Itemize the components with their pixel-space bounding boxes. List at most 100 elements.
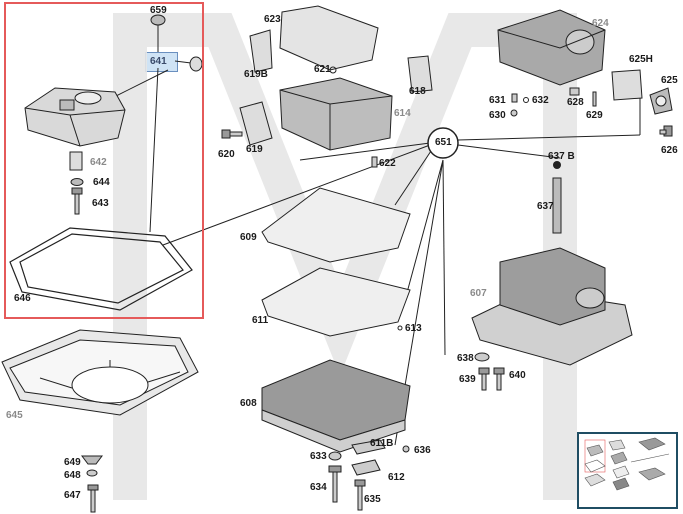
part-635-bolt — [354, 479, 366, 511]
part-647-bolt — [87, 484, 99, 513]
label-613[interactable]: 613 — [405, 323, 422, 334]
label-611b[interactable]: 611B — [370, 438, 394, 449]
part-642-sleeve — [69, 151, 83, 171]
leader-641-pan — [149, 67, 159, 233]
label-609[interactable]: 609 — [240, 232, 257, 243]
part-621 — [329, 66, 337, 74]
label-625h[interactable]: 625H — [629, 54, 653, 65]
part-659 — [150, 14, 166, 26]
leader-651-right — [457, 134, 641, 141]
leader-651-top — [299, 142, 431, 161]
label-626[interactable]: 626 — [661, 145, 678, 156]
leader-651-left — [162, 144, 431, 246]
valve-body-607 — [471, 247, 633, 366]
part-625h — [611, 69, 643, 101]
part-636 — [402, 445, 410, 453]
label-645[interactable]: 645 — [6, 410, 23, 421]
part-628 — [569, 87, 580, 96]
part-630 — [510, 109, 518, 117]
label-630[interactable]: 630 — [489, 110, 506, 121]
label-614[interactable]: 614 — [394, 108, 411, 119]
part-631 — [511, 93, 518, 103]
label-646[interactable]: 646 — [14, 293, 31, 304]
label-611[interactable]: 611 — [252, 315, 269, 326]
part-648 — [86, 469, 98, 477]
label-624[interactable]: 624 — [592, 18, 609, 29]
label-623[interactable]: 623 — [264, 14, 281, 25]
label-629[interactable]: 629 — [586, 110, 603, 121]
part-611b — [351, 439, 386, 455]
part-637 — [552, 177, 562, 234]
plate-611 — [261, 267, 411, 337]
label-607[interactable]: 607 — [470, 288, 487, 299]
part-643-bolt — [71, 187, 83, 215]
label-637[interactable]: 637 — [537, 201, 554, 212]
gasket-646 — [9, 227, 193, 311]
oil-pan-645 — [1, 329, 199, 416]
label-647[interactable]: 647 — [64, 490, 81, 501]
part-619 — [239, 101, 273, 146]
part-626-bolt — [659, 125, 673, 137]
label-620[interactable]: 620 — [218, 149, 235, 160]
leader-641-filter — [107, 69, 169, 101]
leader-651-608 — [442, 159, 446, 356]
selection-highlight-frame — [4, 2, 204, 319]
leader-651-637 — [457, 144, 561, 159]
label-641-selected[interactable]: 641 — [145, 52, 178, 72]
plate-623 — [279, 5, 379, 71]
label-628[interactable]: 628 — [567, 97, 584, 108]
label-640[interactable]: 640 — [509, 370, 526, 381]
label-639[interactable]: 639 — [459, 374, 476, 385]
part-618 — [407, 55, 433, 93]
leader-651-609 — [394, 147, 434, 206]
part-633 — [328, 451, 342, 461]
label-635[interactable]: 635 — [364, 494, 381, 505]
part-639-bolt — [478, 367, 490, 391]
label-622[interactable]: 622 — [379, 158, 396, 169]
label-619[interactable]: 619 — [246, 144, 263, 155]
label-659[interactable]: 659 — [150, 5, 167, 16]
valve-body-614 — [279, 77, 393, 151]
part-634-bolt — [328, 465, 342, 503]
label-619b[interactable]: 619B — [244, 69, 268, 80]
part-613 — [397, 325, 403, 331]
label-643[interactable]: 643 — [92, 198, 109, 209]
part-622 — [371, 156, 378, 168]
part-620-bolt — [221, 129, 243, 139]
label-632[interactable]: 632 — [532, 95, 549, 106]
label-648[interactable]: 648 — [64, 470, 81, 481]
label-633[interactable]: 633 — [310, 451, 327, 462]
label-637b[interactable]: 637 B — [548, 151, 575, 162]
oil-filter — [24, 87, 126, 147]
label-608[interactable]: 608 — [240, 398, 257, 409]
part-632 — [523, 97, 529, 103]
leader-651-611 — [404, 159, 444, 301]
overview-thumbnail[interactable] — [577, 432, 678, 509]
label-636[interactable]: 636 — [414, 445, 431, 456]
label-649[interactable]: 649 — [64, 457, 81, 468]
label-651[interactable]: 651 — [435, 137, 452, 148]
part-640-bolt — [493, 367, 505, 391]
part-649 — [81, 455, 103, 465]
valve-body-624 — [497, 9, 606, 86]
label-621[interactable]: 621 — [314, 64, 331, 75]
part-644-washer — [70, 178, 84, 186]
plate-609 — [261, 187, 411, 263]
label-644[interactable]: 644 — [93, 177, 110, 188]
label-631[interactable]: 631 — [489, 95, 506, 106]
label-618[interactable]: 618 — [409, 86, 426, 97]
label-612[interactable]: 612 — [388, 472, 405, 483]
part-612 — [351, 459, 381, 476]
label-625[interactable]: 625 — [661, 75, 678, 86]
leader-641-ring — [174, 60, 192, 64]
part-629 — [592, 91, 597, 107]
callout-circle-651 — [427, 127, 459, 159]
thumbnail-preview — [584, 437, 670, 491]
part-637b — [553, 161, 561, 169]
part-619b — [249, 29, 273, 73]
label-634[interactable]: 634 — [310, 482, 327, 493]
label-638[interactable]: 638 — [457, 353, 474, 364]
label-642[interactable]: 642 — [90, 157, 107, 168]
